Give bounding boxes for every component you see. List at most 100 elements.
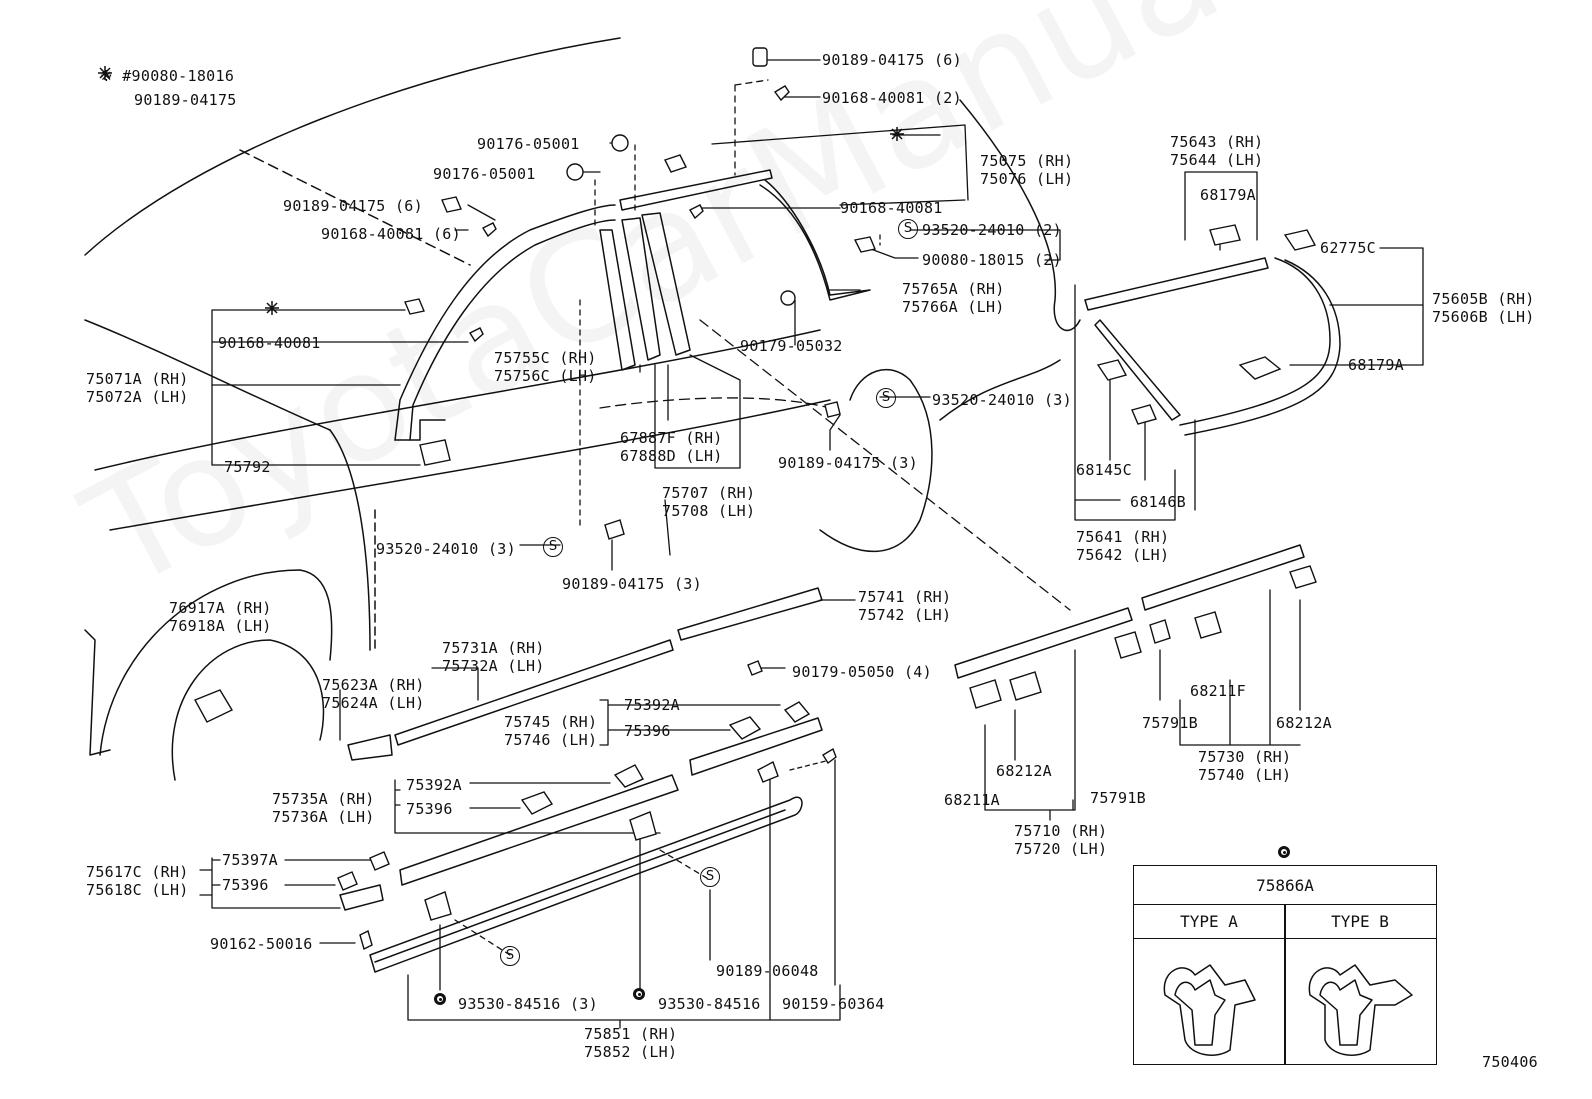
part-label: 75396 <box>406 800 453 818</box>
car-rear-window-outline <box>959 99 1081 332</box>
part-label: 75642 (LH) <box>1076 546 1170 564</box>
part-label: 75792 <box>224 458 271 476</box>
part-label: 90168-40081 (6) <box>321 225 461 243</box>
part-label: 75852 (LH) <box>584 1043 678 1061</box>
end-cap-front <box>339 884 384 911</box>
rear-window-molding-top <box>1084 257 1269 311</box>
front-bumper <box>84 629 111 756</box>
part-label: 68179A <box>1348 356 1404 374</box>
rear-door-top-molding <box>619 169 773 211</box>
part-label: 93520-24010 (3) <box>932 391 1072 409</box>
table-type-b: TYPE B <box>1331 912 1389 931</box>
part-label: 67887F (RH) <box>620 429 723 447</box>
part-label: 75730 (RH) <box>1198 748 1292 766</box>
part-label: 75643 (RH) <box>1170 133 1264 151</box>
rear-window-molding-lower <box>1094 319 1181 421</box>
car-roof-outline <box>84 37 621 256</box>
part-label: 75644 (LH) <box>1170 151 1264 169</box>
asterisk-icon <box>265 301 279 315</box>
part-label: 93530-84516 <box>658 995 761 1013</box>
b-pillar-garnish-1 <box>599 229 636 371</box>
part-label: 75742 (LH) <box>858 606 952 624</box>
part-label: 90179-05032 <box>740 337 843 355</box>
figure-number: 750406 <box>1482 1053 1538 1071</box>
part-label: 90168-40081 (2) <box>822 89 962 107</box>
part-label: 76917A (RH) <box>169 599 272 617</box>
part-label: 75735A (RH) <box>272 790 375 808</box>
part-label: 75072A (LH) <box>86 388 189 406</box>
clip-type-a-shape <box>1163 964 1256 1056</box>
part-label: 75745 (RH) <box>504 713 598 731</box>
part-label: 68146B <box>1130 493 1186 511</box>
part-label: 75732A (LH) <box>442 657 545 675</box>
part-label: 90189-04175 (6) <box>822 51 962 69</box>
note-mark-sub: 90189-04175 <box>134 91 237 109</box>
s-mark-icon: S <box>543 537 563 557</box>
rear-door-garnish <box>759 179 871 301</box>
part-label: 75618C (LH) <box>86 881 189 899</box>
part-label: 75708 (LH) <box>662 502 756 520</box>
part-label: 68211A <box>944 791 1000 809</box>
car-side-line-1 <box>94 329 821 471</box>
part-label: 67888D (LH) <box>620 447 723 465</box>
rear-window-molding-side <box>1179 257 1331 426</box>
part-label: 75605B (RH) <box>1432 290 1535 308</box>
part-label: 75623A (RH) <box>322 676 425 694</box>
part-label: 75765A (RH) <box>902 280 1005 298</box>
part-label: 90159-60364 <box>782 995 885 1013</box>
clip-icon <box>664 154 687 173</box>
part-label: 93520-24010 (3) <box>376 540 516 558</box>
part-label: 90189-04175 (3) <box>562 575 702 593</box>
front-wheel <box>171 639 325 781</box>
part-label: 75392A <box>406 776 462 794</box>
part-label: 93530-84516 (3) <box>458 995 598 1013</box>
part-label: 75720 (LH) <box>1014 840 1108 858</box>
part-label: 75396 <box>624 722 671 740</box>
part-label: 75741 (RH) <box>858 588 952 606</box>
table-divider <box>1284 904 1286 1064</box>
part-label: 90176-05001 <box>433 165 536 183</box>
rear-quarter <box>939 359 1061 421</box>
table-part-number: 75866A <box>1256 876 1314 895</box>
part-label: 68212A <box>1276 714 1332 732</box>
part-label: 75707 (RH) <box>662 484 756 502</box>
front-door-frame-molding <box>394 204 616 441</box>
part-label: 75755C (RH) <box>494 349 597 367</box>
belt-molding-right-2 <box>1141 544 1305 611</box>
asterisk-icon <box>890 127 904 141</box>
part-label: 75396 <box>222 876 269 894</box>
s-mark-icon: S <box>898 219 918 239</box>
part-label: 75736A (LH) <box>272 808 375 826</box>
part-label: 75075 (RH) <box>980 152 1074 170</box>
nut-icon <box>611 134 629 152</box>
part-label: 75624A (LH) <box>322 694 425 712</box>
car-body-upper-dash <box>239 149 471 266</box>
part-label: 75392A <box>624 696 680 714</box>
clip-type-b-shape <box>1308 964 1413 1056</box>
part-label: 90189-04175 (6) <box>283 197 423 215</box>
front-wheel-arch <box>99 569 333 756</box>
front-end-piece <box>347 734 393 761</box>
asterisk-icon <box>98 66 112 80</box>
table-header-row: 75866A <box>1134 866 1436 905</box>
part-label: 75397A <box>222 851 278 869</box>
belt-molding-rear <box>677 587 823 641</box>
car-hood-line <box>84 319 331 431</box>
part-label: 75791B <box>1090 789 1146 807</box>
part-label: 75076 (LH) <box>980 170 1074 188</box>
part-label: 76918A (LH) <box>169 617 272 635</box>
part-label: 68211F <box>1190 682 1246 700</box>
part-label: 90179-05050 (4) <box>792 663 932 681</box>
part-label: 90080-18015 (2) <box>922 251 1062 269</box>
part-label: 75791B <box>1142 714 1198 732</box>
car-side-line-2 <box>109 399 831 531</box>
part-label: 75710 (RH) <box>1014 822 1108 840</box>
table-type-a: TYPE A <box>1180 912 1238 931</box>
side-molding-rear-door <box>689 717 823 776</box>
part-label: 75071A (RH) <box>86 370 189 388</box>
note-mark-line: ※ #90080-18016 <box>100 67 235 85</box>
b-pillar-garnish-2 <box>621 217 661 361</box>
b-pillar-garnish-3 <box>641 212 691 356</box>
part-label: 75740 (LH) <box>1198 766 1292 784</box>
rear-wheel-arch <box>819 369 933 552</box>
